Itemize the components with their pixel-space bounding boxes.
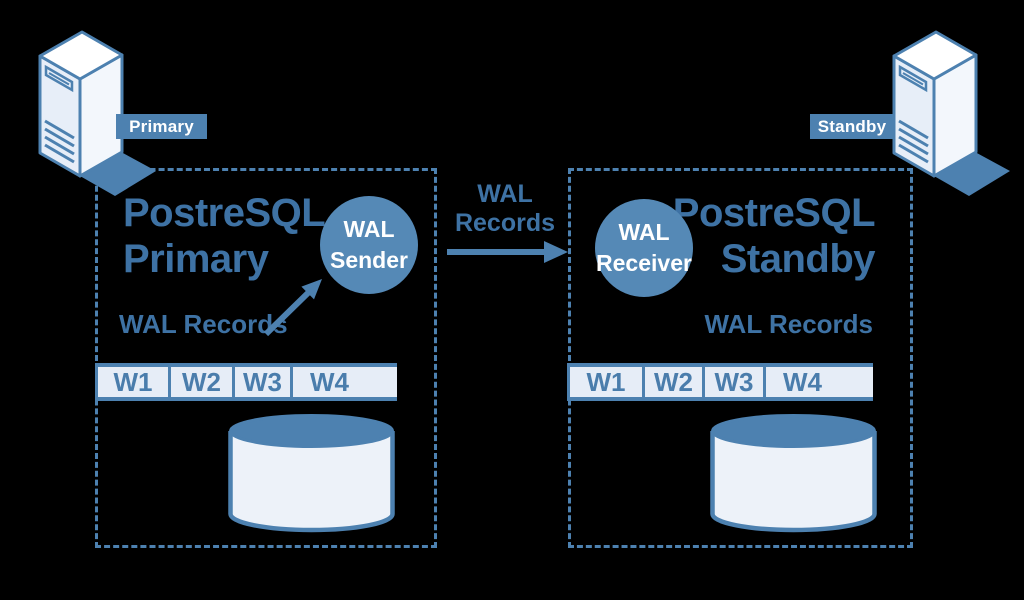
primary-wal-segments-bar: W1 W2 W3 W4 — [95, 363, 397, 401]
database-icon — [710, 414, 877, 533]
wal-segment: W4 — [783, 366, 822, 397]
standby-title: PostreSQL Standby — [600, 190, 876, 282]
stream-wal-records-label: WAL Records — [443, 180, 567, 238]
arrow-right-icon — [447, 241, 568, 263]
wal-segment: W2 — [171, 367, 235, 397]
primary-box — [95, 168, 437, 548]
wal-receiver-line1: WAL — [618, 219, 670, 245]
primary-badge: Primary — [116, 114, 207, 139]
primary-title: PostreSQL Primary — [123, 190, 326, 282]
server-icon — [892, 30, 1010, 196]
database-icon — [228, 414, 395, 533]
wal-sender-line1: WAL — [343, 216, 395, 242]
wal-segment: W1 — [98, 367, 171, 397]
wal-sender-circle: WAL Sender — [320, 196, 418, 294]
wal-segment: W3 — [235, 367, 293, 397]
standby-title-line2: Standby — [720, 237, 876, 281]
arrow-up-right-icon — [263, 279, 322, 337]
standby-badge: Standby — [810, 114, 894, 139]
standby-box — [568, 168, 913, 548]
wal-sender-line2: Sender — [330, 247, 408, 273]
wal-receiver-line2: Receiver — [596, 250, 692, 276]
wal-segment: W2 — [645, 367, 705, 397]
standby-wal-segments-bar: W1 W2 W3 W4 — [567, 363, 873, 401]
wal-receiver-circle: WAL Receiver — [595, 199, 693, 297]
standby-wal-records-label: WAL Records — [704, 309, 873, 339]
stream-label-line2: Records — [454, 209, 556, 237]
primary-title-line2: Primary — [123, 237, 269, 281]
wal-segment: W3 — [705, 367, 766, 397]
primary-title-line1: PostreSQL — [123, 191, 326, 235]
stream-label-line1: WAL — [477, 180, 533, 208]
wal-segment: W1 — [570, 367, 645, 397]
wal-segment: W4 — [310, 366, 349, 397]
primary-wal-records-label: WAL Records — [119, 309, 288, 339]
standby-title-line1: PostreSQL — [672, 191, 876, 235]
server-icon — [38, 30, 156, 196]
